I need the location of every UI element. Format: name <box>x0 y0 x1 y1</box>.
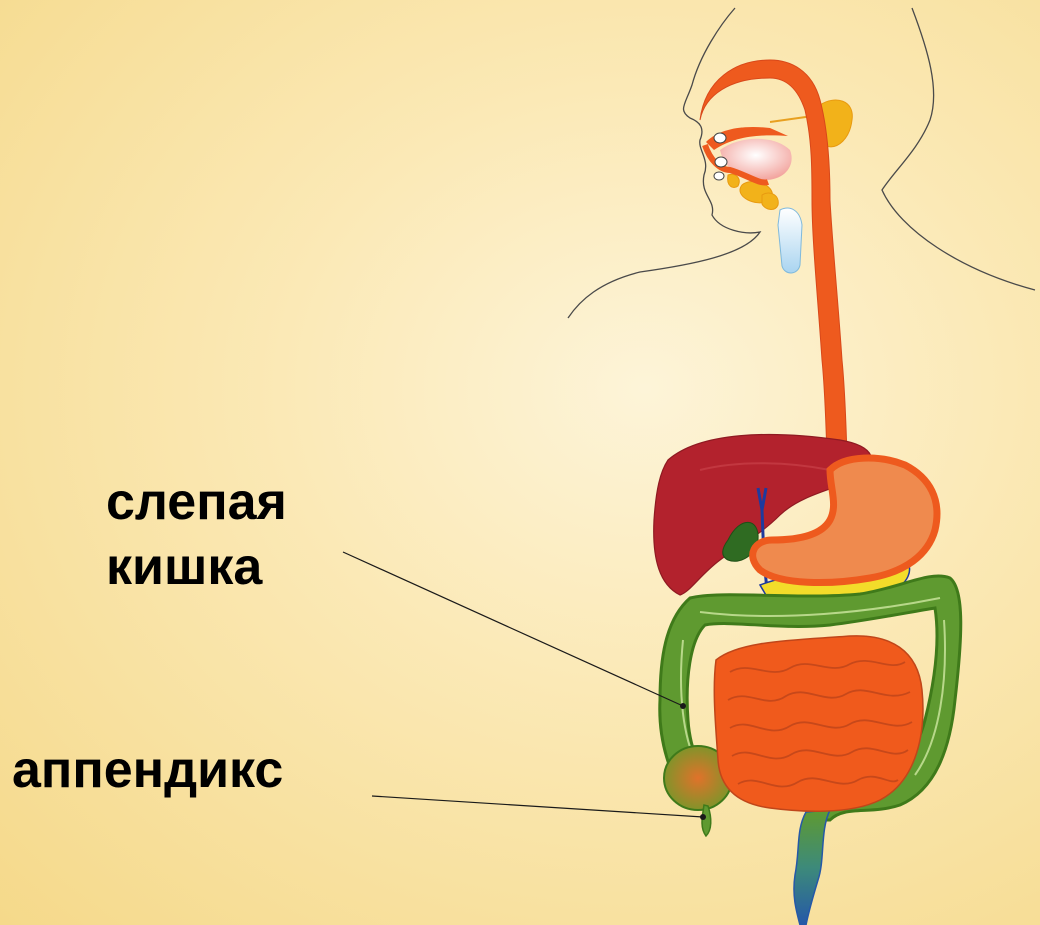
body-outline <box>568 8 1035 318</box>
cecum-pointer-line <box>343 552 683 706</box>
appendix-pointer-line <box>372 796 703 817</box>
rectum <box>794 810 830 925</box>
small-intestine <box>714 636 923 811</box>
cecum-pointer-dot <box>680 703 686 709</box>
appendix-pointer-dot <box>700 814 706 820</box>
pointer-lines <box>343 552 703 817</box>
trachea <box>778 208 802 273</box>
appendix <box>702 805 711 836</box>
